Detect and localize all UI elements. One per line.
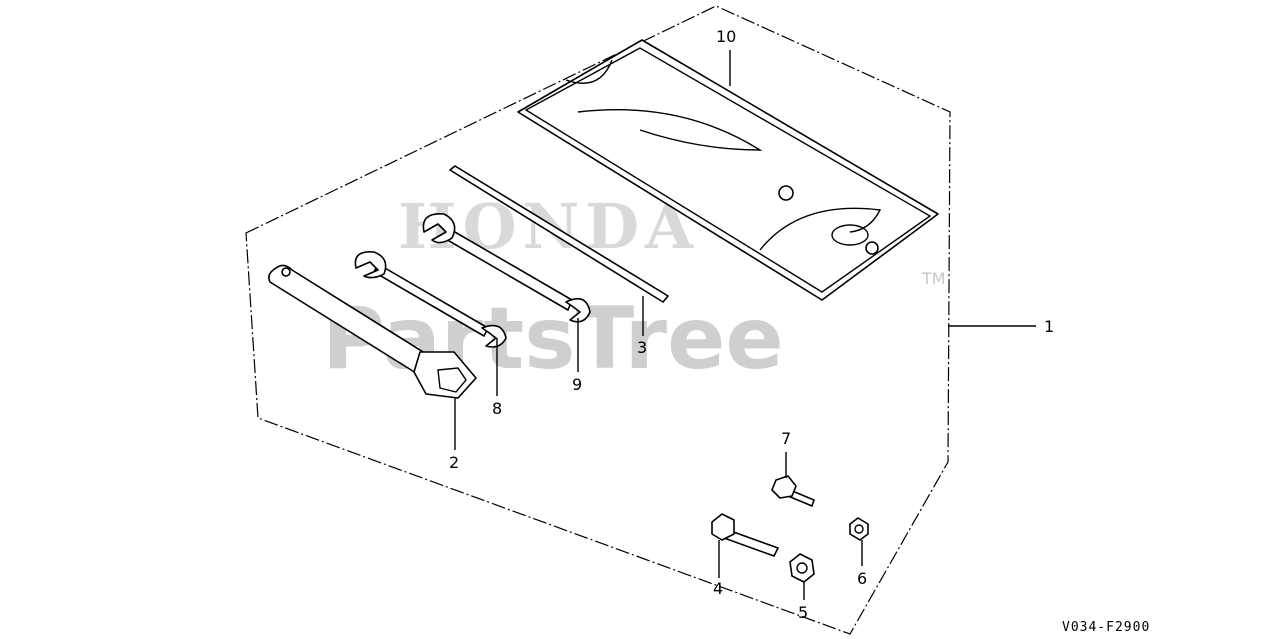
open-end-wrench-small [354, 251, 507, 348]
tool-bag [517, 39, 939, 301]
callout-4: 4 [713, 579, 723, 598]
callout-8: 8 [492, 399, 502, 418]
callout-2: 2 [449, 453, 459, 472]
callout-6: 6 [857, 569, 867, 588]
callout-3: 3 [637, 338, 647, 357]
watermark-trademark: TM [921, 269, 946, 288]
flange-nut [789, 553, 815, 583]
bolt-long [711, 513, 779, 557]
callout-1: 1 [1044, 317, 1054, 336]
open-end-wrench-large [422, 213, 591, 323]
drawing-code: V034-F2900 [1062, 620, 1150, 635]
callout-9: 9 [572, 375, 582, 394]
callout-10: 10 [716, 27, 736, 46]
leader-lines [454, 50, 1036, 600]
kit-boundary [245, 5, 951, 635]
handle-rod [449, 165, 669, 303]
bolt-small [771, 475, 815, 507]
callouts: 1 2 3 4 5 6 7 8 9 10 [449, 27, 1054, 622]
spark-plug-wrench [268, 264, 477, 399]
callout-7: 7 [781, 429, 791, 448]
callout-5: 5 [798, 603, 808, 622]
hex-nut [849, 517, 869, 541]
watermark: HONDA PartsTree TM [322, 190, 946, 389]
